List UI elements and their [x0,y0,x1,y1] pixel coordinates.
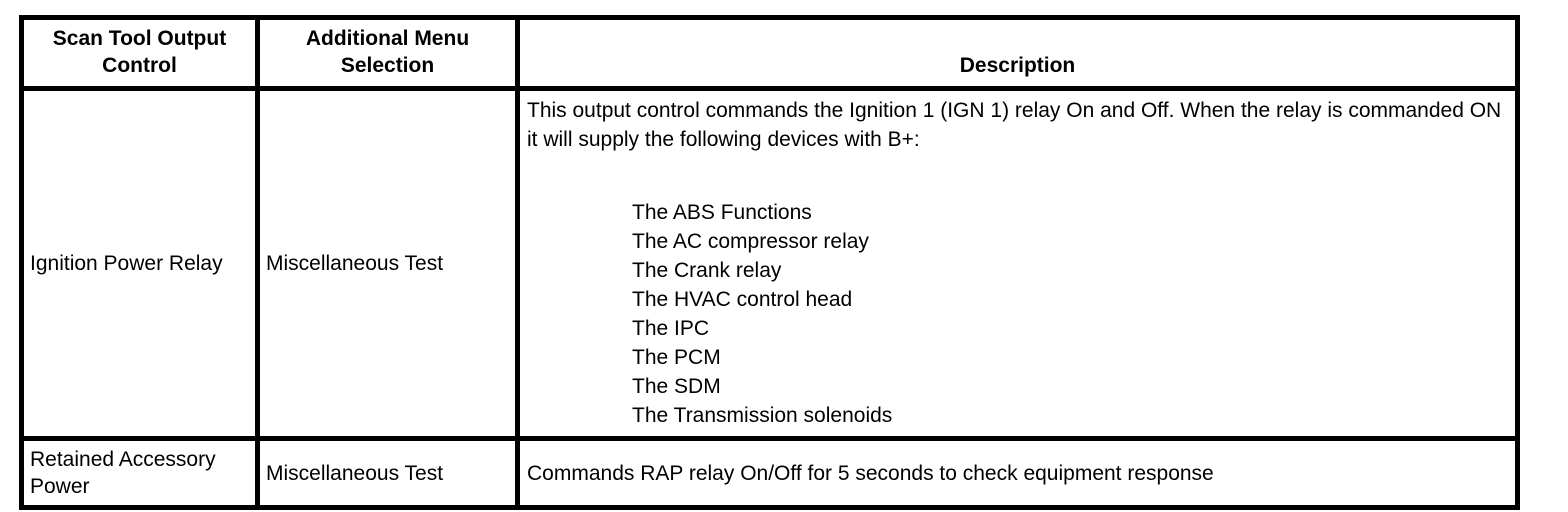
cell-menu-ignition-power-relay: Miscellaneous Test [255,86,520,441]
device-item: The Crank relay [632,259,782,282]
cell-control-ignition-power-relay: Ignition Power Relay [19,86,260,441]
device-item: The IPC [632,317,710,340]
col-header-description: Description [515,15,1520,91]
scan-tool-output-table: Scan Tool Output Control Additional Menu… [19,15,1520,510]
device-list: The ABS Functions The AC compressor rela… [527,198,1505,430]
cell-description-ignition-power-relay: This output control commands the Ignitio… [515,86,1520,441]
cell-menu-retained-accessory-power: Miscellaneous Test [255,436,520,510]
cell-description-retained-accessory-power: Commands RAP relay On/Off for 5 seconds … [515,436,1520,510]
device-item: The ABS Functions [632,201,812,224]
device-item: The Transmission solenoids [632,404,893,427]
header-row: Scan Tool Output Control Additional Menu… [19,15,1520,91]
device-item: The AC compressor relay [632,230,869,253]
table-row-retained-accessory-power: Retained Accessory Power Miscellaneous T… [19,436,1520,510]
table-row-ignition-power-relay: Ignition Power Relay Miscellaneous Test … [19,86,1520,441]
device-item: The PCM [632,346,721,369]
device-item: The HVAC control head [632,288,853,311]
col-header-additional-menu-selection: Additional Menu Selection [255,15,520,91]
col-header-scan-tool-output-control: Scan Tool Output Control [19,15,260,91]
device-item: The SDM [632,375,721,398]
cell-control-retained-accessory-power: Retained Accessory Power [19,436,260,510]
description-intro: This output control commands the Ignitio… [527,99,1502,151]
